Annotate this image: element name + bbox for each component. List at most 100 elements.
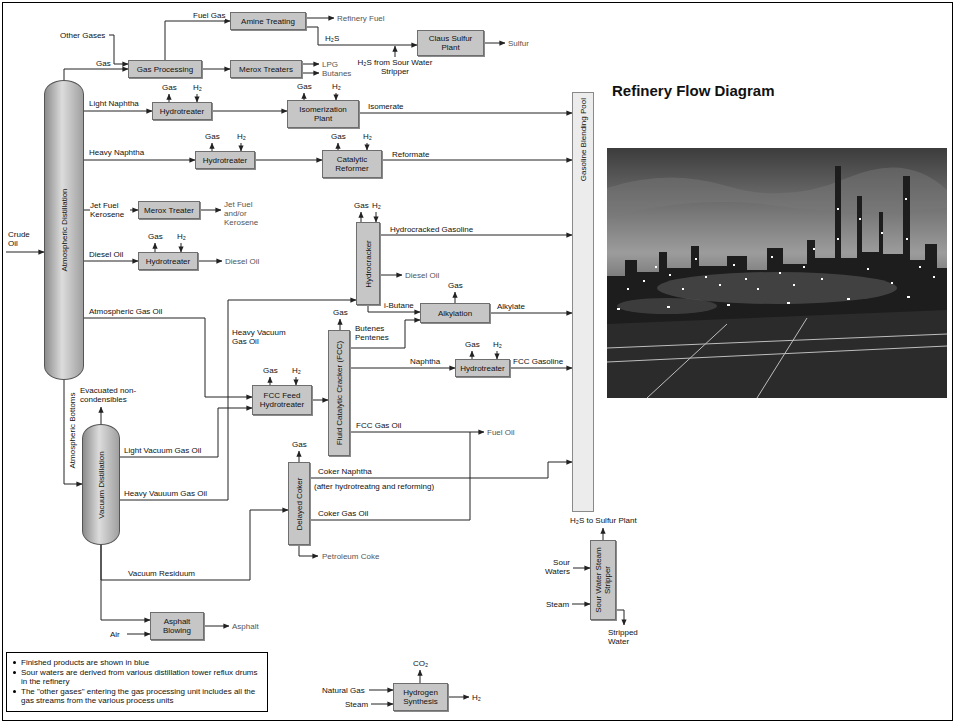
stream-label: Atmospheric Gas Oil — [89, 307, 162, 316]
hydrogen-arrow — [197, 94, 198, 102]
gas-arrow — [169, 94, 170, 102]
stream-label: Light Vacuum Gas Oil — [124, 446, 201, 455]
stream-label: Diesel Oil — [89, 250, 123, 259]
stream-label: H₂S from Sour Water Stripper — [355, 58, 435, 76]
distillation-column: Atmospheric Distillation — [44, 80, 84, 380]
unit-name: FCC Feed Hydrotreater — [255, 391, 309, 409]
flow-line — [101, 545, 150, 620]
stream-arrow — [302, 64, 319, 65]
stream-arrow — [420, 670, 421, 683]
stream-label: Other Gases — [60, 31, 105, 40]
product-label: Fuel Oil — [487, 428, 515, 437]
stream-arrow — [299, 545, 318, 556]
flow-line — [350, 368, 455, 369]
gas-arrow — [472, 351, 473, 359]
stream-arrow — [380, 275, 402, 276]
process-unit: Claus Sulfur Plant — [417, 30, 484, 56]
photo-lights — [617, 198, 935, 310]
stream-arrow — [616, 610, 624, 625]
hydrogen-arrow — [296, 377, 297, 385]
photo-clouds — [607, 167, 947, 218]
flow-line — [380, 235, 572, 236]
product-label: Refinery Fuel — [337, 14, 385, 23]
stream-arrow — [198, 261, 222, 262]
unit-name: Fluid Catalytic Cracker (FCC) — [335, 334, 344, 452]
gas-arrow — [299, 451, 300, 462]
utility-label: Gas — [205, 132, 220, 141]
stream-label: Heavy Naphtha — [89, 148, 144, 157]
unit-name: Delayed Coker — [295, 466, 304, 541]
flow-line — [255, 160, 322, 161]
flow-line — [120, 408, 252, 457]
process-unit: Merox Treaters — [230, 60, 302, 78]
product-label: LPG — [322, 60, 338, 69]
utility-label: H₂ — [177, 232, 186, 241]
flow-line — [101, 510, 288, 580]
flow-line — [64, 69, 128, 80]
stream-label: Light Naphtha — [89, 99, 139, 108]
utility-label: Gas — [465, 340, 480, 349]
utility-label: Gas — [297, 82, 312, 91]
gas-arrow — [455, 292, 456, 303]
stream-label: Hydrocracked Gasoline — [390, 225, 473, 234]
stream-label: Gas — [96, 59, 111, 68]
product-label: Butanes — [322, 69, 351, 78]
unit-name: Asphalt Blowing — [153, 617, 201, 635]
note-row: The "other gases" entering the gas proce… — [13, 687, 261, 705]
bullet-dot — [13, 661, 16, 664]
note-row: Finished products are shown in blue — [13, 658, 261, 667]
unit-name: Gas Processing — [131, 65, 199, 74]
unit-name: Atmospheric Distillation — [60, 84, 69, 376]
photo-ground — [607, 310, 947, 398]
unit-name: Hydrotreater — [141, 257, 195, 266]
feed-label: Crude Oil — [8, 230, 38, 248]
utility-label: Gas — [354, 201, 369, 210]
process-unit: Hydrotreater — [455, 359, 510, 377]
hydrogen-arrow — [497, 351, 498, 359]
hydrogen-arrow — [181, 243, 182, 252]
bullet-dot — [13, 671, 16, 674]
gas-arrow — [304, 93, 305, 100]
process-unit: Hydrotreater — [152, 102, 212, 120]
utility-label: Gas — [292, 440, 307, 449]
stream-label: Reformate — [392, 150, 429, 159]
process-unit: Hydrotreater — [138, 252, 198, 270]
utility-label: H₂ — [237, 132, 246, 141]
flow-line — [84, 261, 138, 262]
utility-label: H₂ — [372, 201, 381, 210]
stream-arrow — [572, 604, 590, 605]
stream-label: Sour Waters — [540, 558, 570, 576]
utility-label: H₂ — [193, 83, 202, 92]
stream-arrow — [306, 18, 334, 19]
photo-sky — [607, 148, 947, 398]
utility-label: Air — [110, 630, 120, 639]
stream-label: H₂S — [325, 34, 339, 43]
stream-arrow — [6, 252, 44, 253]
stream-arrow — [603, 528, 604, 540]
stream-label: H₂S to Sulfur Plant — [570, 516, 637, 525]
unit-name: Merox Treaters — [233, 65, 299, 74]
stream-arrows — [6, 18, 624, 704]
process-unit: Catalytic Reformer — [322, 150, 382, 178]
unit-name: Hydrotreater — [155, 107, 209, 116]
gas-arrow — [361, 212, 362, 222]
distillation-column: Vacuum Distillation — [82, 424, 120, 545]
stream-label: Heavy Vauuum Gas Oil — [124, 489, 207, 498]
utility-label: Gas — [148, 232, 163, 241]
stream-arrow — [484, 43, 505, 44]
unit-name: Sour Water Steam Stripper — [594, 544, 612, 616]
stream-arrow — [573, 568, 590, 569]
process-unit: Delayed Coker — [288, 462, 310, 545]
gas-arrow — [270, 377, 271, 385]
unit-name: Merox Treater — [141, 206, 197, 215]
process-unit: Fluid Catalytic Cracker (FCC) — [328, 330, 350, 456]
product-label: Petroleum Coke — [322, 552, 379, 561]
utility-label: Gas — [333, 308, 348, 317]
hydrogen-arrow — [367, 143, 368, 150]
flow-line — [310, 462, 572, 478]
utility-label: H₂ — [493, 340, 502, 349]
utility-label: H₂ — [332, 82, 341, 91]
hydrogen-arrow — [376, 212, 377, 222]
stream-arrow — [204, 626, 229, 627]
unit-name: Hydrocracker — [364, 226, 373, 301]
